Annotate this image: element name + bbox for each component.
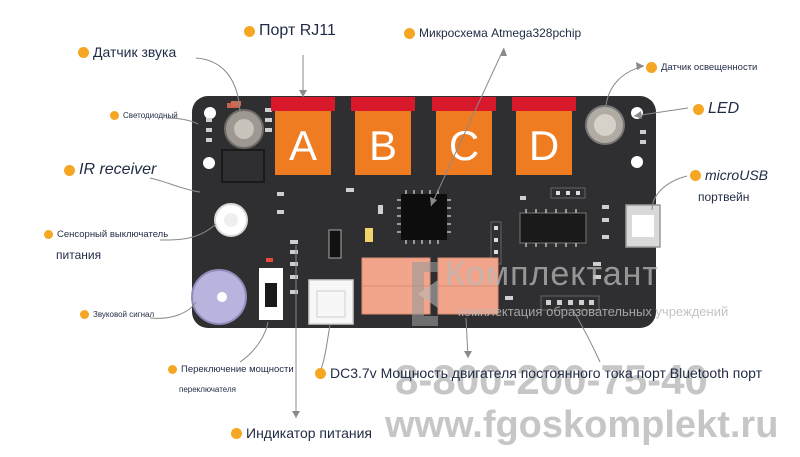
- ir-receiver-module: [221, 149, 265, 183]
- annotation-arrowheads: [292, 48, 644, 418]
- buzzer-hole: [217, 292, 227, 302]
- rj11-port-b: [351, 97, 415, 175]
- watermark-phone: 8-800-200-75-40: [395, 356, 708, 403]
- port-letter-a: A: [289, 122, 317, 169]
- label-microusb-port: портвейн: [698, 190, 750, 204]
- watermark-logo: [412, 262, 438, 326]
- microusb-socket: [632, 215, 654, 237]
- chip-pins: [397, 190, 451, 244]
- light-sensor-core: [594, 114, 616, 136]
- indicator-led: [266, 258, 273, 262]
- mount-hole: [204, 107, 216, 119]
- port-letter-c: C: [449, 122, 479, 169]
- bullet-dot-icon: [78, 46, 89, 58]
- bullet-dot-icon: [80, 310, 89, 319]
- watermark-tagline: комплектация образовательных учреждений: [458, 304, 729, 319]
- bullet-dot-icon: [64, 164, 75, 176]
- watermark-site: www.fgoskomplekt.ru: [385, 404, 779, 446]
- atmega-chip: [401, 194, 447, 240]
- annotation-lines: [149, 47, 689, 418]
- label-ir-receiver: IR receiver: [64, 161, 156, 179]
- driver-ic: [519, 212, 587, 244]
- label-microchip: Микросхема Atmega328pchip: [404, 26, 581, 40]
- label-touch-switch: Сенсорный выключатель: [44, 229, 168, 240]
- label-buzzer: Звуковой сигнал: [80, 310, 154, 319]
- header-pin-dots: [556, 191, 580, 195]
- watermark-brand: Комплектант: [445, 255, 659, 293]
- power-switch-slider: [265, 283, 277, 307]
- mount-hole: [203, 157, 215, 169]
- microphone-core: [234, 119, 254, 139]
- rj11-port-d: [512, 97, 576, 175]
- bullet-dot-icon: [315, 367, 326, 379]
- resistor: [231, 101, 241, 106]
- capacitor: [365, 228, 373, 242]
- label-dc-motor-bluetooth: DC3.7v Мощность двигателя постоянного то…: [315, 365, 762, 381]
- label-sound-sensor: Датчик звука: [78, 44, 176, 60]
- label-led: LED: [693, 100, 739, 118]
- touch-switch-center: [224, 213, 238, 227]
- bullet-dot-icon: [693, 103, 704, 115]
- bluetooth-header: [540, 295, 600, 311]
- bullet-dot-icon: [404, 27, 415, 39]
- header-pins: [550, 187, 586, 199]
- power-indicator-led: [328, 229, 342, 259]
- label-led-diode: Светодиодный: [110, 111, 178, 120]
- dc-connector: [308, 279, 354, 325]
- bullet-dot-icon: [690, 169, 701, 181]
- label-power-switch: Переключение мощности: [168, 364, 294, 375]
- bullet-dot-icon: [231, 427, 242, 439]
- bullet-dot-icon: [44, 230, 53, 239]
- bullet-dot-icon: [646, 62, 657, 73]
- label-microusb: microUSB: [690, 167, 768, 183]
- smd-components: [206, 108, 646, 300]
- label-light-sensor: Датчик освещенности: [646, 62, 757, 73]
- bullet-dot-icon: [244, 25, 255, 37]
- mount-hole: [631, 156, 643, 168]
- label-touch-switch-power: питания: [56, 248, 102, 262]
- rj11-port-a: [271, 97, 335, 175]
- port-letter-b: B: [369, 122, 397, 169]
- bullet-dot-icon: [110, 111, 119, 120]
- label-rj11-port: Порт RJ11: [244, 22, 336, 40]
- label-power-indicator: Индикатор питания: [231, 425, 372, 441]
- label-power-switch-sub: переключателя: [179, 385, 236, 394]
- port-letter-d: D: [529, 122, 559, 169]
- bullet-dot-icon: [168, 365, 177, 374]
